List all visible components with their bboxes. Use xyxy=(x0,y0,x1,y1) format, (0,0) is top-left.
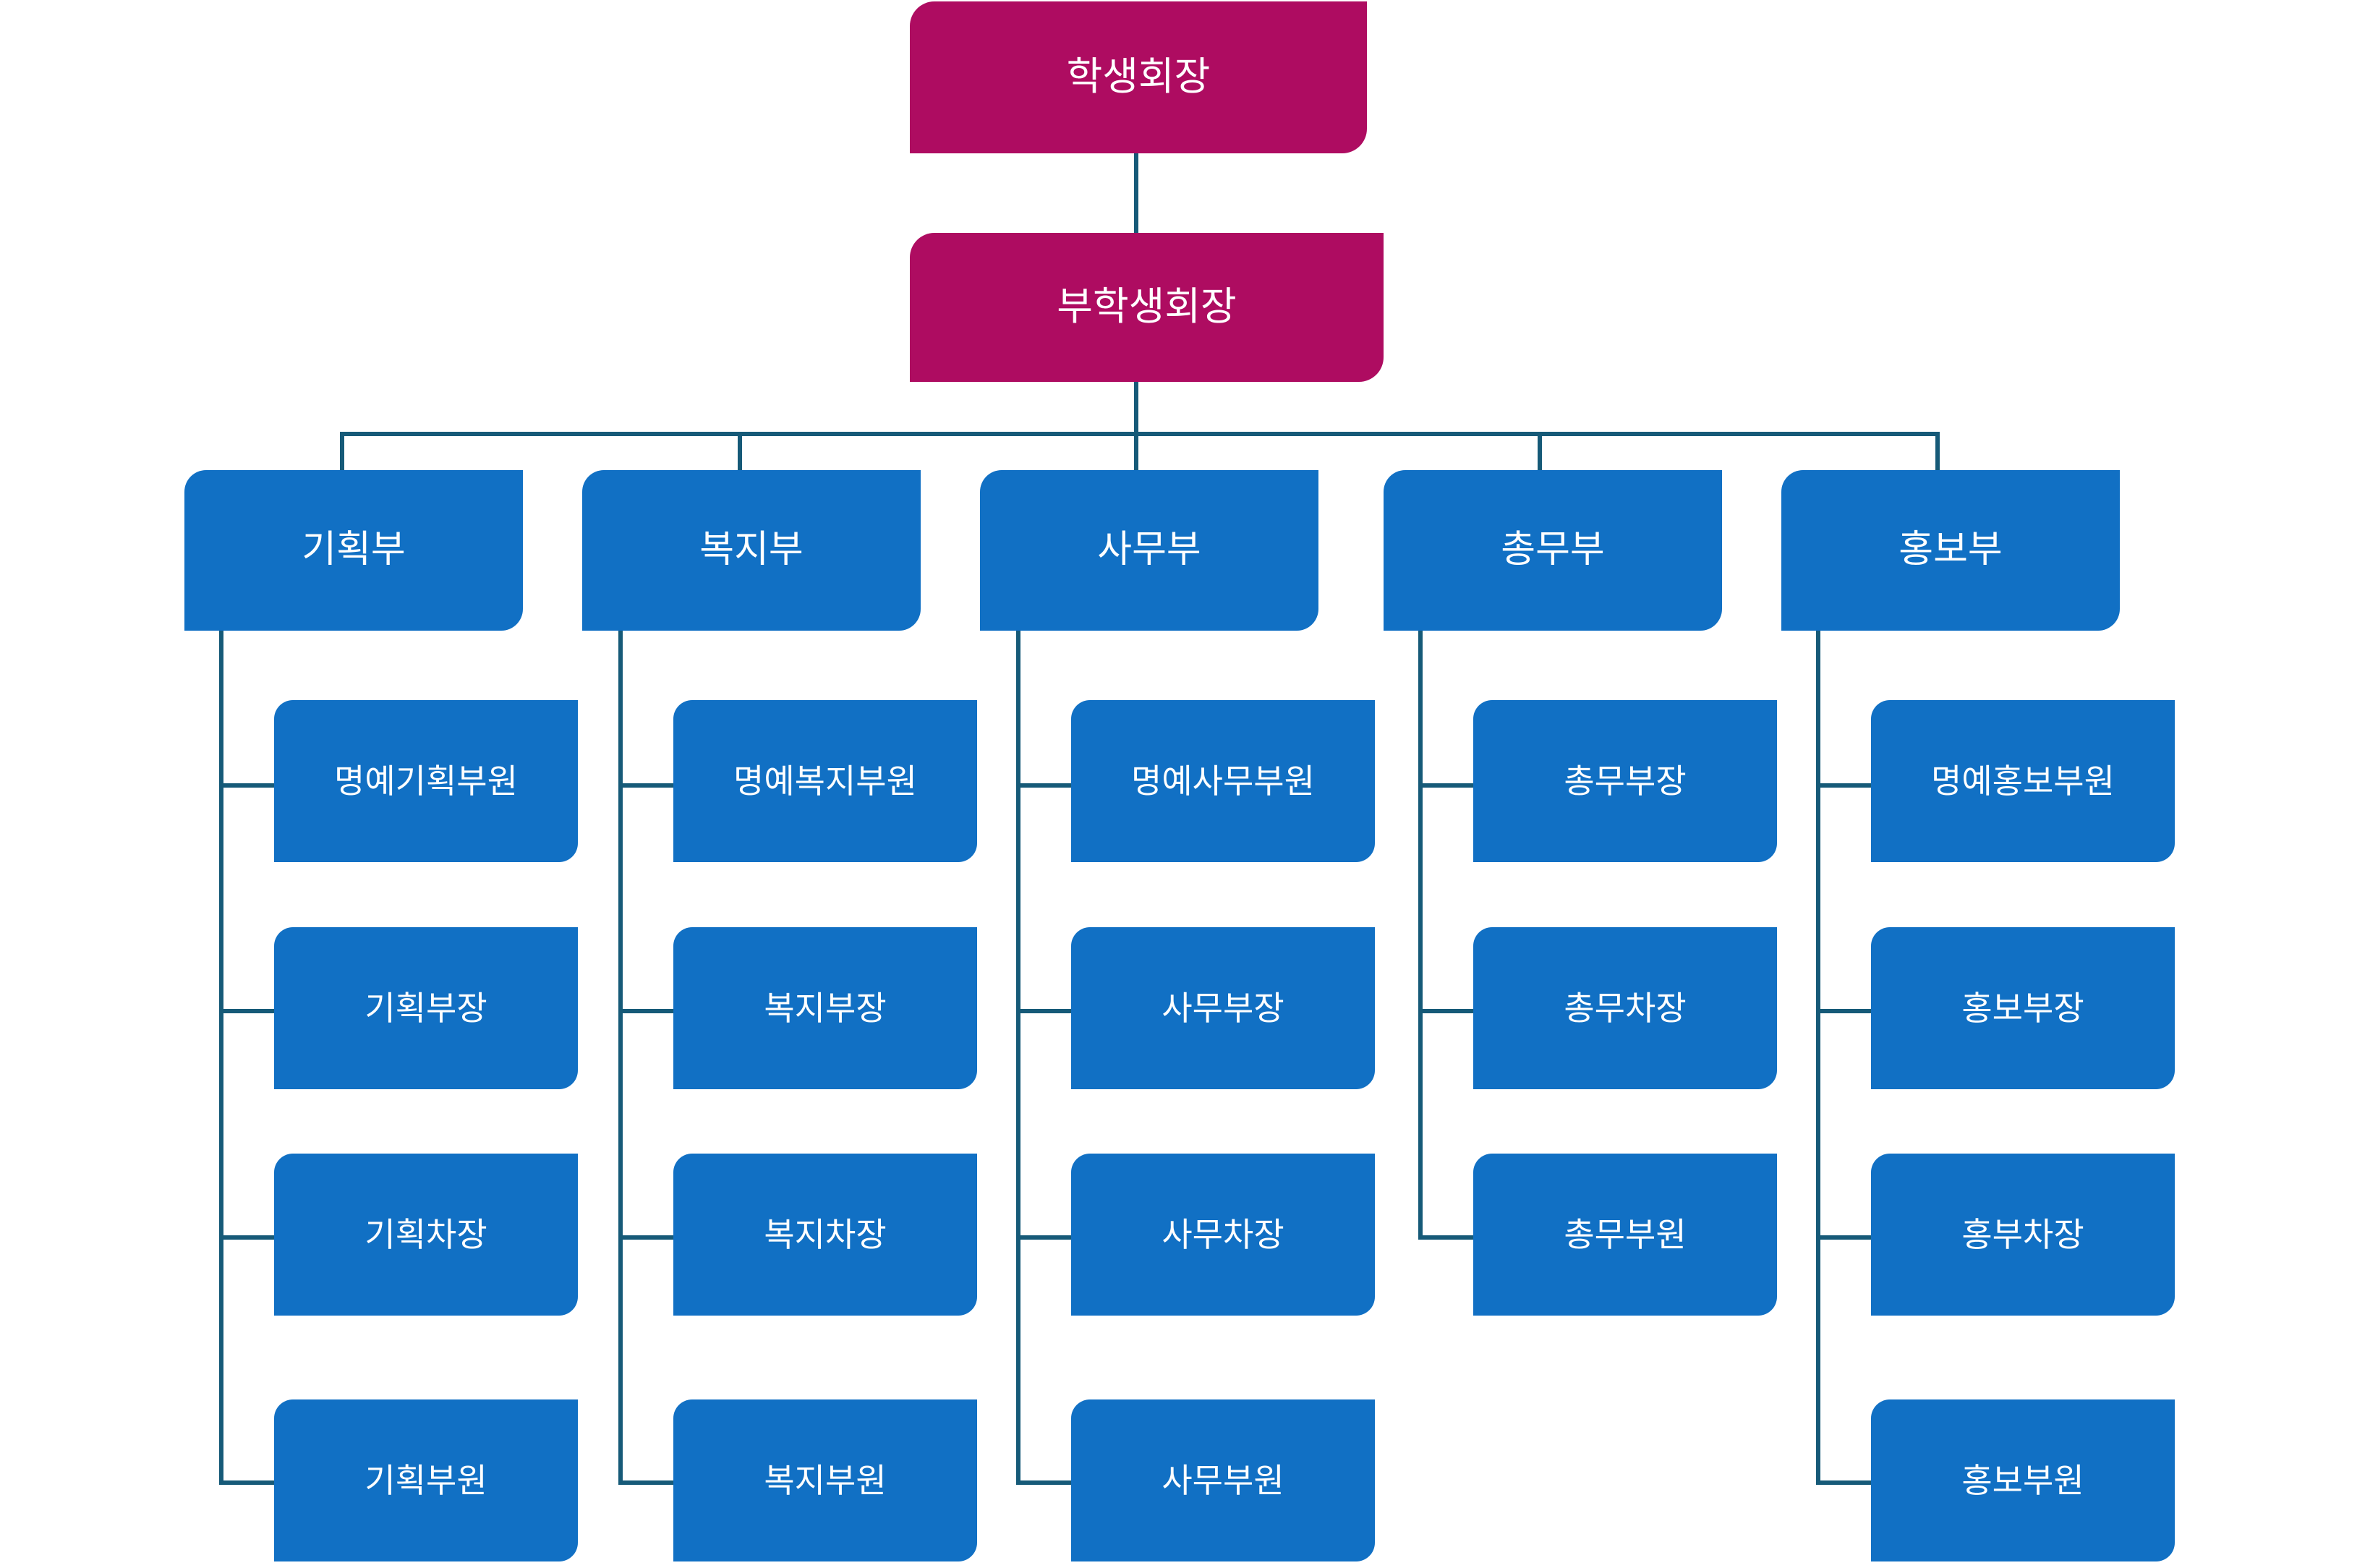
connector-stub-affairs-3 xyxy=(1016,1235,1073,1240)
connector-stub-affairs-2 xyxy=(1016,1009,1073,1013)
node-member-planning-1[interactable]: 명예기획부원 xyxy=(274,700,578,862)
node-department-planning-label: 기획부 xyxy=(302,529,406,571)
node-member-welfare-3-label: 복지차장 xyxy=(764,1215,887,1253)
node-member-affairs-1[interactable]: 명예사무부원 xyxy=(1071,700,1375,862)
node-member-general-1[interactable]: 총무부장 xyxy=(1473,700,1777,862)
node-member-planning-2-label: 기획부장 xyxy=(365,989,487,1027)
connector-bus-drop-1 xyxy=(340,432,344,488)
node-member-affairs-2-label: 사무부장 xyxy=(1162,989,1284,1027)
node-member-affairs-4[interactable]: 사무부원 xyxy=(1071,1399,1375,1561)
node-vice-president-label: 부학생회장 xyxy=(1057,285,1237,329)
node-member-welfare-1-label: 명예복지부원 xyxy=(733,762,917,800)
connector-president-to-vice xyxy=(1134,153,1138,233)
node-department-welfare-label: 복지부 xyxy=(699,529,804,571)
node-member-welfare-4-label: 복지부원 xyxy=(764,1461,887,1499)
node-department-pr-label: 홍보부 xyxy=(1898,529,2003,571)
node-department-pr[interactable]: 홍보부 xyxy=(1781,470,2120,631)
connector-stub-pr-3 xyxy=(1816,1235,1872,1240)
node-member-pr-2-label: 홍보부장 xyxy=(1961,989,2084,1027)
connector-stub-pr-2 xyxy=(1816,1009,1872,1013)
node-department-affairs[interactable]: 사무부 xyxy=(980,470,1318,631)
node-member-general-3[interactable]: 총무부원 xyxy=(1473,1154,1777,1316)
node-department-welfare[interactable]: 복지부 xyxy=(582,470,921,631)
node-member-welfare-2[interactable]: 복지부장 xyxy=(673,927,977,1089)
node-member-affairs-3[interactable]: 사무차장 xyxy=(1071,1154,1375,1316)
node-department-planning[interactable]: 기획부 xyxy=(184,470,523,631)
node-member-pr-4-label: 홍보부원 xyxy=(1961,1461,2084,1499)
node-member-welfare-2-label: 복지부장 xyxy=(764,989,887,1027)
connector-stub-planning-4 xyxy=(219,1480,276,1485)
connector-bus-drop-5 xyxy=(1935,432,1940,488)
node-member-planning-4[interactable]: 기획부원 xyxy=(274,1399,578,1561)
connector-stub-welfare-1 xyxy=(618,783,675,788)
node-member-pr-4[interactable]: 홍보부원 xyxy=(1871,1399,2175,1561)
connector-stub-pr-1 xyxy=(1816,783,1872,788)
node-department-general-label: 총무부 xyxy=(1501,529,1605,571)
node-member-pr-3-label: 홍부차장 xyxy=(1961,1215,2084,1253)
connector-stub-planning-1 xyxy=(219,783,276,788)
node-member-general-3-label: 총무부원 xyxy=(1564,1215,1687,1253)
node-president[interactable]: 학생회장 xyxy=(910,1,1367,153)
node-member-welfare-4[interactable]: 복지부원 xyxy=(673,1399,977,1561)
connector-trunk-general xyxy=(1418,631,1423,1237)
node-member-affairs-2[interactable]: 사무부장 xyxy=(1071,927,1375,1089)
connector-stub-planning-3 xyxy=(219,1235,276,1240)
node-member-affairs-3-label: 사무차장 xyxy=(1162,1215,1284,1253)
connector-vice-to-bus xyxy=(1134,382,1138,434)
node-member-planning-1-label: 명예기획부원 xyxy=(334,762,518,800)
connector-stub-affairs-1 xyxy=(1016,783,1073,788)
node-member-pr-1[interactable]: 명예홍보부원 xyxy=(1871,700,2175,862)
node-department-affairs-label: 사무부 xyxy=(1097,529,1201,571)
node-member-general-2-label: 총무차장 xyxy=(1564,989,1687,1027)
connector-trunk-welfare xyxy=(618,631,623,1485)
node-member-planning-3[interactable]: 기획차장 xyxy=(274,1154,578,1316)
connector-bus-drop-4 xyxy=(1538,432,1542,488)
connector-stub-pr-4 xyxy=(1816,1480,1872,1485)
node-member-affairs-1-label: 명예사무부원 xyxy=(1131,762,1315,800)
node-member-planning-3-label: 기획차장 xyxy=(365,1215,487,1253)
node-vice-president[interactable]: 부학생회장 xyxy=(910,233,1384,382)
connector-stub-planning-2 xyxy=(219,1009,276,1013)
node-member-welfare-3[interactable]: 복지차장 xyxy=(673,1154,977,1316)
connector-bus-drop-3 xyxy=(1134,432,1138,488)
node-president-label: 학생회장 xyxy=(1066,55,1211,99)
node-member-affairs-4-label: 사무부원 xyxy=(1162,1461,1284,1499)
node-member-pr-1-label: 명예홍보부원 xyxy=(1931,762,2115,800)
node-member-planning-2[interactable]: 기획부장 xyxy=(274,927,578,1089)
connector-stub-general-1 xyxy=(1418,783,1475,788)
connector-stub-affairs-4 xyxy=(1016,1480,1073,1485)
connector-stub-welfare-3 xyxy=(618,1235,675,1240)
connector-stub-welfare-2 xyxy=(618,1009,675,1013)
node-member-welfare-1[interactable]: 명예복지부원 xyxy=(673,700,977,862)
connector-stub-general-2 xyxy=(1418,1009,1475,1013)
connector-bus-drop-2 xyxy=(738,432,742,488)
connector-trunk-planning xyxy=(219,631,223,1485)
connector-trunk-pr xyxy=(1816,631,1820,1485)
node-member-general-1-label: 총무부장 xyxy=(1564,762,1687,800)
node-member-general-2[interactable]: 총무차장 xyxy=(1473,927,1777,1089)
node-member-planning-4-label: 기획부원 xyxy=(365,1461,487,1499)
connector-stub-welfare-4 xyxy=(618,1480,675,1485)
connector-trunk-affairs xyxy=(1016,631,1020,1485)
node-member-pr-3[interactable]: 홍부차장 xyxy=(1871,1154,2175,1316)
connector-stub-general-3 xyxy=(1418,1235,1475,1240)
node-member-pr-2[interactable]: 홍보부장 xyxy=(1871,927,2175,1089)
node-department-general[interactable]: 총무부 xyxy=(1384,470,1722,631)
connector-department-bus xyxy=(340,432,1940,436)
